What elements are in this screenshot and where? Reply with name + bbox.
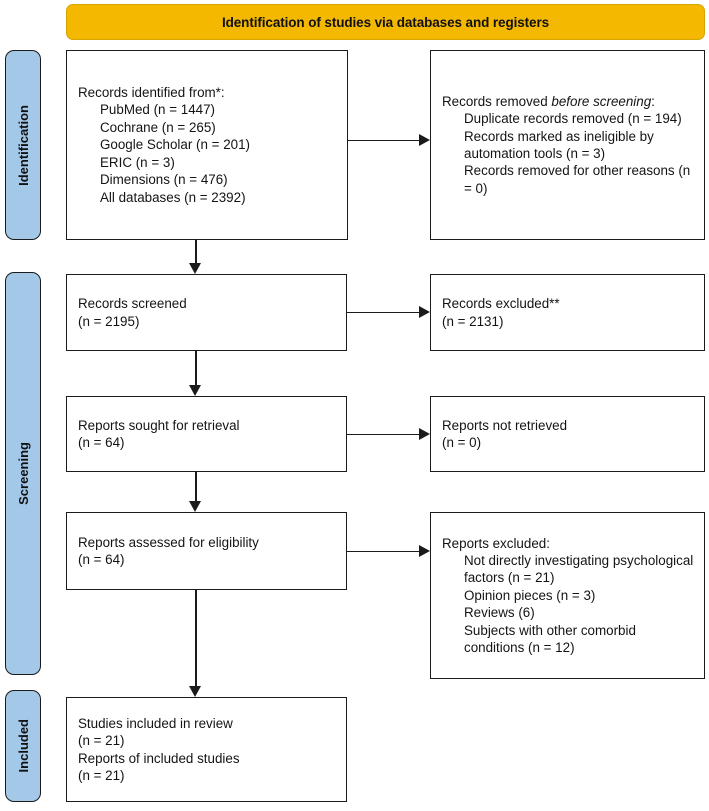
- connector-sought-to-assessed: [195, 472, 197, 502]
- connector-sought-to-not-retrieved: [347, 434, 419, 436]
- records-identified-item: Cochrane (n = 265): [100, 119, 216, 135]
- reports-sought-count: (n = 64): [78, 435, 125, 450]
- records-identified-item: Dimensions (n = 476): [100, 172, 228, 188]
- reports-excluded-item: Opinion pieces (n = 3): [464, 587, 596, 603]
- box-reports-not-retrieved: Reports not retrieved (n = 0): [430, 396, 705, 472]
- records-identified-heading: Records identified from*:: [78, 85, 225, 101]
- box-studies-included: Studies included in review (n = 21) Repo…: [66, 697, 347, 802]
- box-records-identified: Records identified from*: PubMed (n = 14…: [66, 50, 348, 240]
- arrowhead-assessed-to-reports-excluded: [419, 545, 430, 557]
- arrowhead-sought-to-not-retrieved: [419, 428, 430, 440]
- reports-sought-label: Reports sought for retrieval: [78, 417, 240, 433]
- stage-label-screening: Screening: [5, 272, 41, 675]
- records-removed-heading-italic: before screening: [551, 93, 652, 109]
- records-screened-label: Records screened: [78, 296, 187, 312]
- diagram-title: Identification of studies via databases …: [221, 14, 550, 30]
- arrowhead-screened-to-excluded: [419, 306, 430, 318]
- box-reports-excluded-reasons: Reports excluded: Not directly investiga…: [430, 512, 705, 679]
- reports-excluded-item: Not directly investigating psychological…: [464, 552, 697, 586]
- reports-not-retrieved-count: (n = 0): [442, 435, 482, 450]
- records-removed-heading-pre: Records removed: [442, 93, 552, 109]
- reports-included-count: (n = 21): [78, 767, 125, 783]
- connector-screened-to-sought: [195, 351, 197, 386]
- box-records-removed: Records removed before screening: Duplic…: [430, 50, 705, 240]
- arrowhead-identified-to-removed: [419, 134, 430, 146]
- records-excluded-label: Records excluded**: [442, 296, 560, 312]
- connector-identified-to-screened: [195, 240, 197, 264]
- box-reports-assessed: Reports assessed for eligibility (n = 64…: [66, 512, 347, 590]
- connector-screened-to-excluded: [347, 312, 419, 314]
- arrowhead-screened-to-sought: [189, 385, 201, 396]
- studies-included-label: Studies included in review: [78, 715, 233, 731]
- arrowhead-assessed-to-included: [189, 686, 201, 697]
- records-excluded-count: (n = 2131): [442, 313, 504, 329]
- records-identified-item: All databases (n = 2392): [100, 189, 246, 205]
- reports-assessed-label: Reports assessed for eligibility: [78, 534, 259, 550]
- stage-label-identification: Identification: [5, 50, 41, 240]
- box-reports-sought: Reports sought for retrieval (n = 64): [66, 396, 347, 472]
- records-removed-item: Records marked as ineligible by automati…: [464, 128, 658, 161]
- reports-not-retrieved-label: Reports not retrieved: [442, 417, 568, 433]
- records-identified-item: Google Scholar (n = 201): [100, 137, 250, 153]
- reports-excluded-item: Subjects with other comorbid conditions …: [464, 622, 640, 656]
- reports-excluded-heading: Reports excluded:: [442, 535, 550, 551]
- diagram-title-banner: Identification of studies via databases …: [66, 4, 705, 40]
- records-identified-item: PubMed (n = 1447): [100, 102, 216, 118]
- records-screened-count: (n = 2195): [78, 313, 140, 329]
- records-removed-heading-post: :: [651, 93, 655, 109]
- records-removed-heading: Records removed before screening:: [442, 93, 695, 110]
- arrowhead-identified-to-screened: [189, 263, 201, 274]
- stage-label-screening-text: Screening: [15, 442, 31, 505]
- arrowhead-sought-to-assessed: [189, 501, 201, 512]
- box-records-excluded: Records excluded** (n = 2131): [430, 274, 705, 351]
- stage-label-identification-text: Identification: [15, 104, 31, 186]
- studies-included-count: (n = 21): [78, 733, 125, 749]
- reports-excluded-item: Reviews (6): [464, 605, 535, 621]
- connector-assessed-to-reports-excluded: [347, 551, 419, 553]
- stage-label-included-text: Included: [15, 719, 31, 773]
- box-records-screened: Records screened (n = 2195): [66, 274, 347, 351]
- records-removed-item: Duplicate records removed (n = 194): [464, 111, 682, 127]
- stage-label-included: Included: [5, 690, 41, 802]
- reports-assessed-count: (n = 64): [78, 552, 125, 567]
- reports-included-label: Reports of included studies: [78, 750, 240, 766]
- records-identified-item: ERIC (n = 3): [100, 154, 175, 170]
- connector-identified-to-removed: [348, 140, 419, 142]
- connector-assessed-to-included: [195, 590, 197, 687]
- records-removed-item: Records removed for other reasons (n = 0…: [464, 163, 694, 196]
